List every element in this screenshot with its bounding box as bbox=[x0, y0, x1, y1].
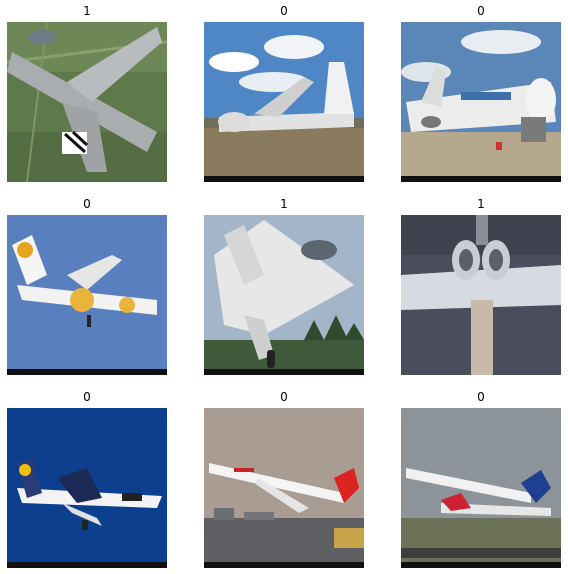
aircraft-photo bbox=[204, 22, 364, 182]
image-label: 0 bbox=[280, 4, 288, 18]
aircraft-photo bbox=[7, 408, 167, 568]
image-label: 0 bbox=[83, 197, 91, 211]
image-label: 0 bbox=[83, 390, 91, 404]
image-label: 0 bbox=[477, 4, 485, 18]
aircraft-photo bbox=[204, 408, 364, 568]
aircraft-photo bbox=[204, 215, 364, 375]
image-label: 0 bbox=[477, 390, 485, 404]
aircraft-photo bbox=[401, 22, 561, 182]
aircraft-photo bbox=[7, 22, 167, 182]
aircraft-photo bbox=[401, 408, 561, 568]
image-label: 1 bbox=[477, 197, 485, 211]
aircraft-photo bbox=[7, 215, 167, 375]
image-label: 1 bbox=[280, 197, 288, 211]
image-label: 1 bbox=[83, 4, 91, 18]
aircraft-photo bbox=[401, 215, 561, 375]
image-label: 0 bbox=[280, 390, 288, 404]
